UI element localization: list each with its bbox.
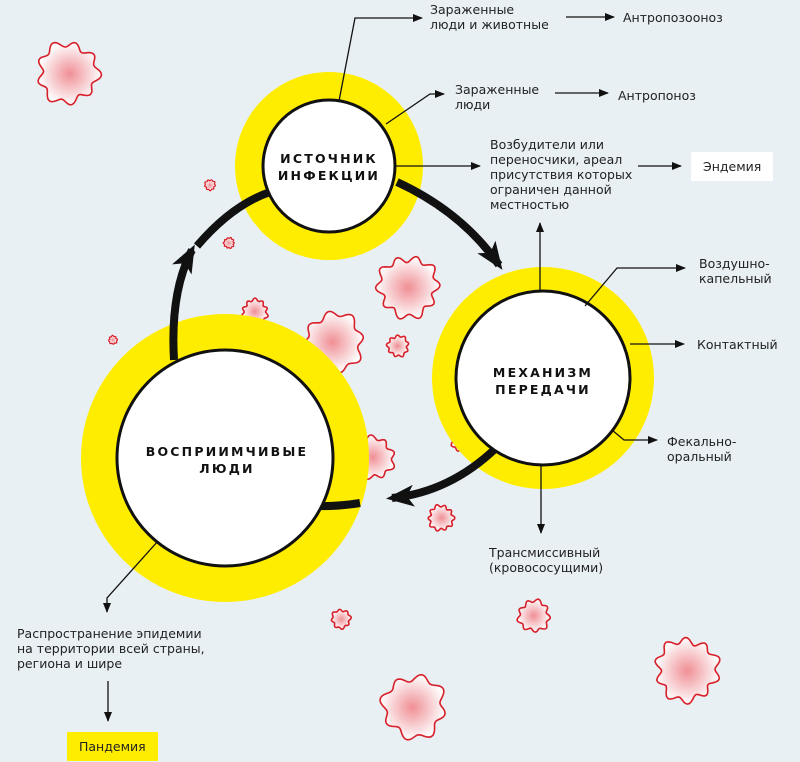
label-spread: Распространение эпидемии на территории в… bbox=[17, 626, 205, 671]
cycle-arrow-source-to-mechanism bbox=[395, 178, 503, 270]
label-contact: Контактный bbox=[697, 337, 778, 352]
germ-cell bbox=[204, 179, 216, 192]
leader-to-infected-people bbox=[385, 90, 445, 125]
germ-cell bbox=[374, 255, 441, 320]
source-node-circle bbox=[261, 98, 397, 234]
cycle-arrow-susceptible-to-source bbox=[169, 244, 196, 361]
source-node-title: ИСТОЧНИК ИНФЕКЦИИ bbox=[277, 151, 381, 183]
cycle-arc-source bbox=[193, 188, 272, 249]
germ-cell bbox=[108, 334, 118, 345]
label-anthroponosis: Антропоноз bbox=[618, 88, 696, 103]
germ-cell bbox=[222, 236, 235, 249]
germ-decorations bbox=[37, 41, 721, 741]
endemic-badge: Эндемия bbox=[691, 152, 774, 181]
label-fecal-oral: Фекально- оральный bbox=[667, 434, 737, 464]
mechanism-node-title: МЕХАНИЗМ ПЕРЕДАЧИ bbox=[492, 365, 594, 397]
germ-cell bbox=[516, 598, 551, 633]
leader-to-airborne bbox=[584, 264, 686, 307]
germ-cell bbox=[654, 636, 721, 705]
germ-cell bbox=[330, 608, 353, 630]
susceptible-node-title: ВОСПРИИМЧИВЫЕ ЛЮДИ bbox=[145, 444, 309, 476]
leader-to-spread bbox=[103, 540, 159, 613]
germ-cell bbox=[427, 504, 456, 532]
germ-cell bbox=[385, 334, 410, 358]
label-local-pathogens: Возбудители или переносчики, ареал прису… bbox=[490, 137, 633, 212]
pandemic-badge: Пандемия bbox=[67, 732, 158, 761]
label-vector-borne: Трансмиссивный (кровососущими) bbox=[489, 545, 604, 575]
cycle-arrow-mechanism-to-susceptible bbox=[386, 445, 499, 507]
germ-cell bbox=[37, 41, 103, 106]
label-airborne: Воздушно- капельный bbox=[699, 256, 772, 286]
mechanism-node-circle bbox=[454, 289, 632, 467]
leader-to-infected-people-animals bbox=[338, 14, 423, 102]
germ-cell bbox=[379, 673, 446, 741]
leader-to-fecal-oral bbox=[611, 429, 658, 444]
label-infected-people: Зараженные люди bbox=[455, 82, 540, 112]
label-infected-people-animals: Зараженные люди и животные bbox=[430, 2, 549, 32]
susceptible-node-circle bbox=[115, 348, 335, 568]
label-anthropozoonosis: Антропозооноз bbox=[623, 10, 723, 25]
